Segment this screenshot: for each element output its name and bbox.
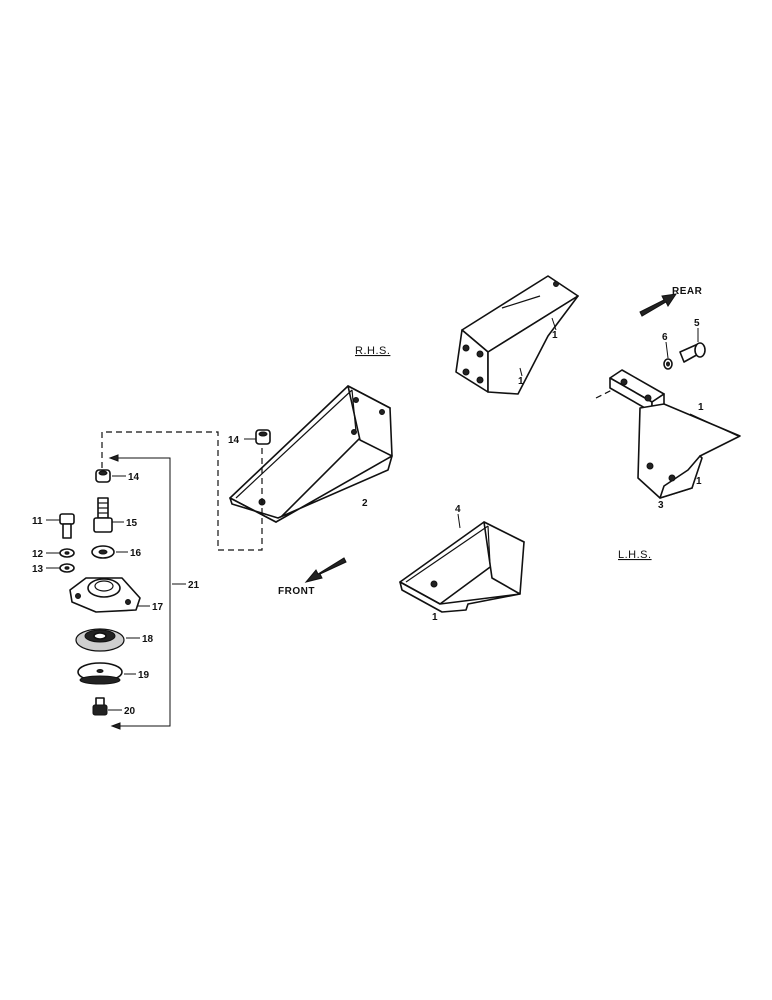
bracket-lhs-flange [609,369,741,499]
mount-plate-17 [69,577,141,613]
callout-1-lower: 1 [432,612,438,623]
callout-6: 6 [662,332,668,343]
callout-13: 13 [32,564,44,575]
leader-6 [665,341,669,359]
rubber-mount-18 [75,628,125,652]
bolt-11 [59,513,75,539]
callout-4: 4 [455,504,461,515]
dashed-axis-lhs [595,389,613,399]
callout-3: 3 [658,500,664,511]
callout-14-lower: 14 [128,472,140,483]
callout-19: 19 [138,670,150,681]
callout-11: 11 [32,516,43,527]
washer-6 [663,358,673,370]
stud-15 [93,497,113,533]
rear-arrow-icon [639,293,678,317]
callout-1-top-right: 1 [552,330,558,341]
callout-16: 16 [130,548,142,559]
callout-15: 15 [126,518,138,529]
bolt-5 [679,342,706,363]
arrowhead-top [108,454,119,462]
callout-5: 5 [694,318,700,329]
arrowhead-bottom [110,722,121,730]
dashed-guide-assembly [101,431,263,551]
callout-1-top-bottom: 1 [518,376,524,387]
washer-12 [59,548,75,558]
callout-1-lhs-top: 1 [698,402,704,413]
nut-14-lower [95,469,111,483]
callout-21: 21 [188,580,200,591]
nut-14-upper [255,429,271,445]
leader-1b [519,367,523,377]
callout-1-lhs-right: 1 [696,476,702,487]
front-arrow-icon [304,557,347,583]
callout-17: 17 [152,602,164,613]
bracket-top-center [455,275,579,395]
leader-1a [551,317,557,331]
washer-16 [91,545,115,559]
callout-12: 12 [32,549,44,560]
label-rear: REAR [672,286,703,297]
bolt-20 [92,697,108,716]
washer-13 [59,563,75,573]
label-lhs: L.H.S. [618,549,652,561]
bracket-lower-center [399,521,525,613]
leader-4 [457,513,461,529]
callout-2: 2 [362,498,368,509]
callout-14-upper: 14 [228,435,240,446]
washer-19 [77,662,123,685]
callout-18: 18 [142,634,154,645]
label-front: FRONT [278,586,315,597]
bracket-rhs [229,385,393,523]
bracket-line-21 [112,457,171,727]
callout-20: 20 [124,706,136,717]
label-rhs: R.H.S. [355,345,390,357]
